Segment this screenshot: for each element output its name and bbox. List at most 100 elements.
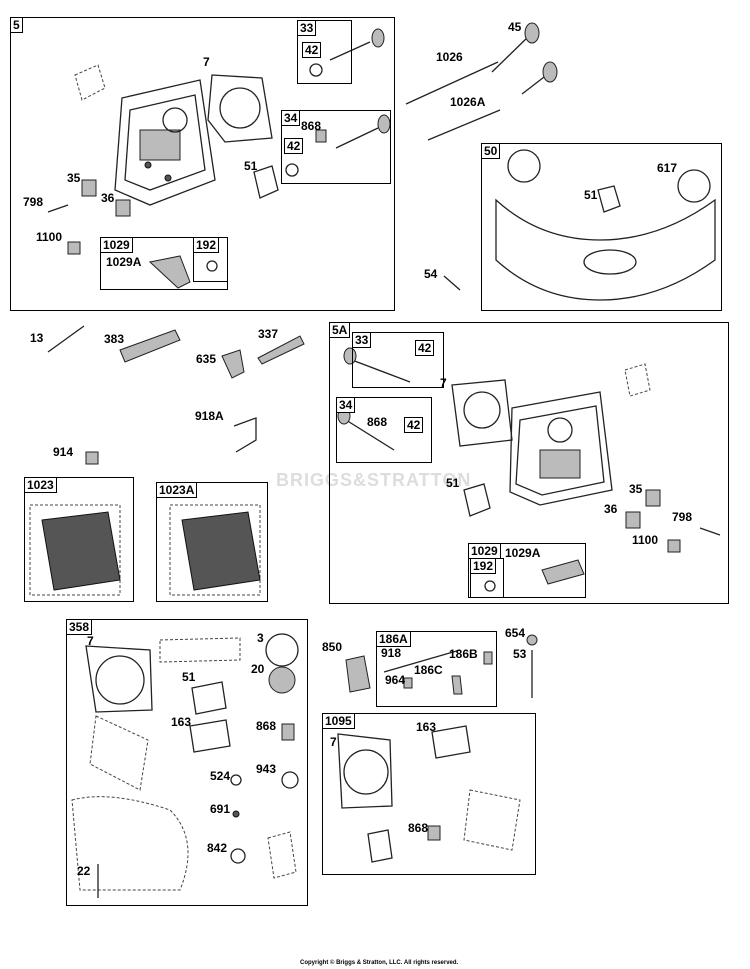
cylinder-head-illustration-5a xyxy=(337,347,721,592)
group-box-33a xyxy=(297,20,352,84)
part-label: 918A xyxy=(195,409,224,423)
part-label: 1029A xyxy=(505,546,541,560)
group-box-34b xyxy=(336,397,432,463)
part-label: 3 xyxy=(257,631,264,645)
part-label: 798 xyxy=(672,510,693,524)
part-label: 35 xyxy=(629,482,643,496)
bolt-illustration xyxy=(47,325,305,465)
part-label: 35 xyxy=(67,171,81,185)
part-label: 163 xyxy=(171,715,192,729)
group-tag-34a: 34 xyxy=(281,110,301,126)
part-label: 798 xyxy=(23,195,44,209)
head-gasket-illustration xyxy=(207,74,273,143)
gasket-51-illustration xyxy=(253,165,279,199)
group-tag-34b: 34 xyxy=(336,397,356,413)
valve-cover-illustration xyxy=(29,504,261,596)
part-label: 850 xyxy=(322,640,343,654)
group-box-1023a xyxy=(156,482,268,602)
part-label: 1026A xyxy=(450,95,486,109)
part-label: 163 xyxy=(416,720,437,734)
part-label: 36 xyxy=(101,191,115,205)
group-tag-1023: 1023 xyxy=(24,477,57,493)
group-tag-33a: 33 xyxy=(297,20,317,36)
part-label: 914 xyxy=(53,445,74,459)
part-label: 13 xyxy=(30,331,44,345)
part-label: 943 xyxy=(256,762,277,776)
part-label: 36 xyxy=(604,502,618,516)
part-label: 186B xyxy=(449,647,478,661)
gasket-kit-1095-illustration xyxy=(337,725,521,863)
group-tag-192b: 192 xyxy=(470,558,497,574)
group-box-50 xyxy=(481,143,722,311)
group-box-34a xyxy=(281,110,391,184)
group-tag-42b: 42 xyxy=(284,138,304,154)
group-tag-1029a: 1029 xyxy=(100,237,133,253)
group-box-358 xyxy=(66,619,308,906)
part-label: 1026 xyxy=(436,50,463,64)
part-label: 635 xyxy=(196,352,217,366)
spring-illustration xyxy=(47,179,131,255)
part-label: 868 xyxy=(301,119,322,133)
cylinder-head-illustration xyxy=(114,79,216,206)
group-tag-192a: 192 xyxy=(193,237,220,253)
copyright-notice: Copyright © Briggs & Stratton, LLC. All … xyxy=(300,960,459,966)
part-label: 22 xyxy=(77,864,91,878)
rocker-arm-illustration xyxy=(148,255,218,289)
group-tag-42d: 42 xyxy=(404,417,424,433)
part-label: 964 xyxy=(385,673,406,687)
part-label: 868 xyxy=(256,719,277,733)
group-box-1023 xyxy=(24,477,134,602)
group-tag-1023a: 1023A xyxy=(156,482,198,498)
part-label: 7 xyxy=(87,634,94,648)
part-label: 337 xyxy=(258,327,279,341)
part-label: 51 xyxy=(182,670,196,684)
group-tag-42a: 42 xyxy=(302,42,322,58)
part-label: 51 xyxy=(244,159,258,173)
part-label: 1029A xyxy=(106,255,142,269)
part-label: 918 xyxy=(381,646,402,660)
gasket-set-illustration xyxy=(71,633,299,898)
group-tag-5a: 5A xyxy=(329,322,351,338)
part-label: 7 xyxy=(203,55,210,69)
group-tag-5: 5 xyxy=(10,17,23,33)
group-box-5a xyxy=(329,322,729,604)
part-label: 186C xyxy=(414,663,443,677)
group-box-186a xyxy=(376,631,497,707)
group-box-1029b xyxy=(468,543,586,598)
group-tag-1029b: 1029 xyxy=(468,543,501,559)
part-label: 868 xyxy=(408,821,429,835)
group-tag-42c: 42 xyxy=(415,340,435,356)
part-label: 51 xyxy=(446,476,460,490)
gasket-small-illustration xyxy=(74,64,106,101)
group-box-5 xyxy=(10,17,395,311)
part-label: 654 xyxy=(505,626,526,640)
part-label: 45 xyxy=(508,20,522,34)
group-tag-1095: 1095 xyxy=(322,713,355,729)
intake-manifold-illustration xyxy=(443,149,716,301)
sealant-tube-illustration xyxy=(345,634,538,698)
part-label: 51 xyxy=(584,188,598,202)
watermark: BRIGGS&STRATTON xyxy=(276,470,472,490)
part-label: 1100 xyxy=(632,533,659,547)
group-box-33b xyxy=(352,332,444,388)
part-label: 524 xyxy=(210,769,231,783)
part-label: 20 xyxy=(251,662,265,676)
part-label: 617 xyxy=(657,161,678,175)
part-label: 7 xyxy=(330,735,337,749)
group-tag-186a: 186A xyxy=(376,631,411,647)
part-label: 1100 xyxy=(36,230,63,244)
pushrod-illustration xyxy=(405,22,558,141)
part-label: 7 xyxy=(440,376,447,390)
part-label: 868 xyxy=(367,415,388,429)
group-box-1095 xyxy=(322,713,536,875)
part-label: 383 xyxy=(104,332,125,346)
part-label: 842 xyxy=(207,841,228,855)
group-tag-50: 50 xyxy=(481,143,501,159)
part-label: 54 xyxy=(424,267,438,281)
group-tag-33b: 33 xyxy=(352,332,372,348)
part-label: 53 xyxy=(513,647,527,661)
group-tag-358: 358 xyxy=(66,619,93,635)
part-label: 691 xyxy=(210,802,231,816)
